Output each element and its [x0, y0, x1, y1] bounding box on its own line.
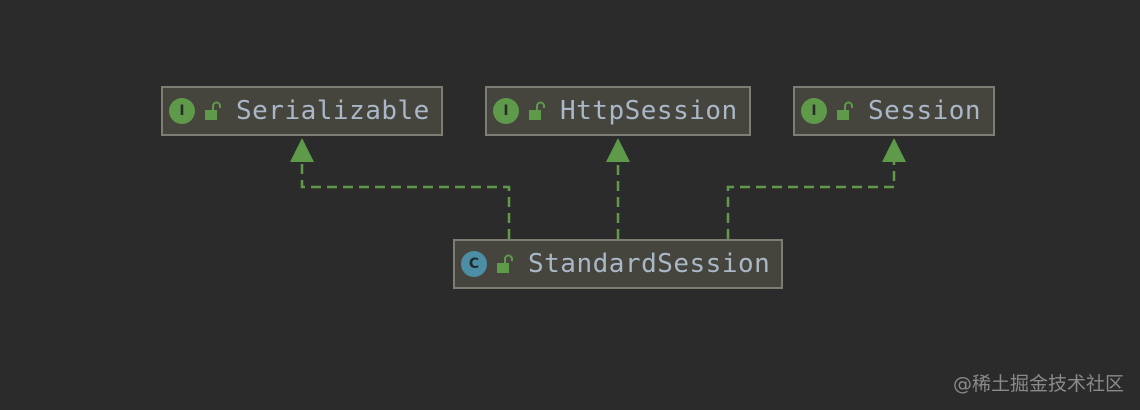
node-label: Serializable — [236, 96, 430, 126]
node-label: Session — [868, 96, 982, 126]
unlocked-lock-icon — [837, 101, 853, 120]
arrowhead-httpsession — [606, 138, 630, 162]
unlocked-lock-icon — [529, 101, 545, 120]
node-session[interactable]: I Session — [793, 86, 995, 136]
edge-standardsession-serializable — [300, 162, 511, 239]
unlocked-lock-icon — [205, 101, 221, 120]
edge-standardsession-session — [726, 162, 896, 239]
interface-icon: I — [169, 98, 195, 124]
node-serializable[interactable]: I Serializable — [161, 86, 443, 136]
node-label: HttpSession — [560, 96, 738, 126]
class-icon: C — [461, 251, 487, 277]
interface-icon: I — [493, 98, 519, 124]
node-httpsession[interactable]: I HttpSession — [485, 86, 751, 136]
unlocked-lock-icon — [497, 254, 513, 273]
watermark: @稀土掘金技术社区 — [952, 373, 1124, 395]
node-label: StandardSession — [528, 249, 771, 279]
interface-icon: I — [801, 98, 827, 124]
node-standardsession[interactable]: C StandardSession — [453, 239, 783, 289]
arrowhead-session — [882, 138, 906, 162]
arrowhead-serializable — [290, 138, 314, 162]
